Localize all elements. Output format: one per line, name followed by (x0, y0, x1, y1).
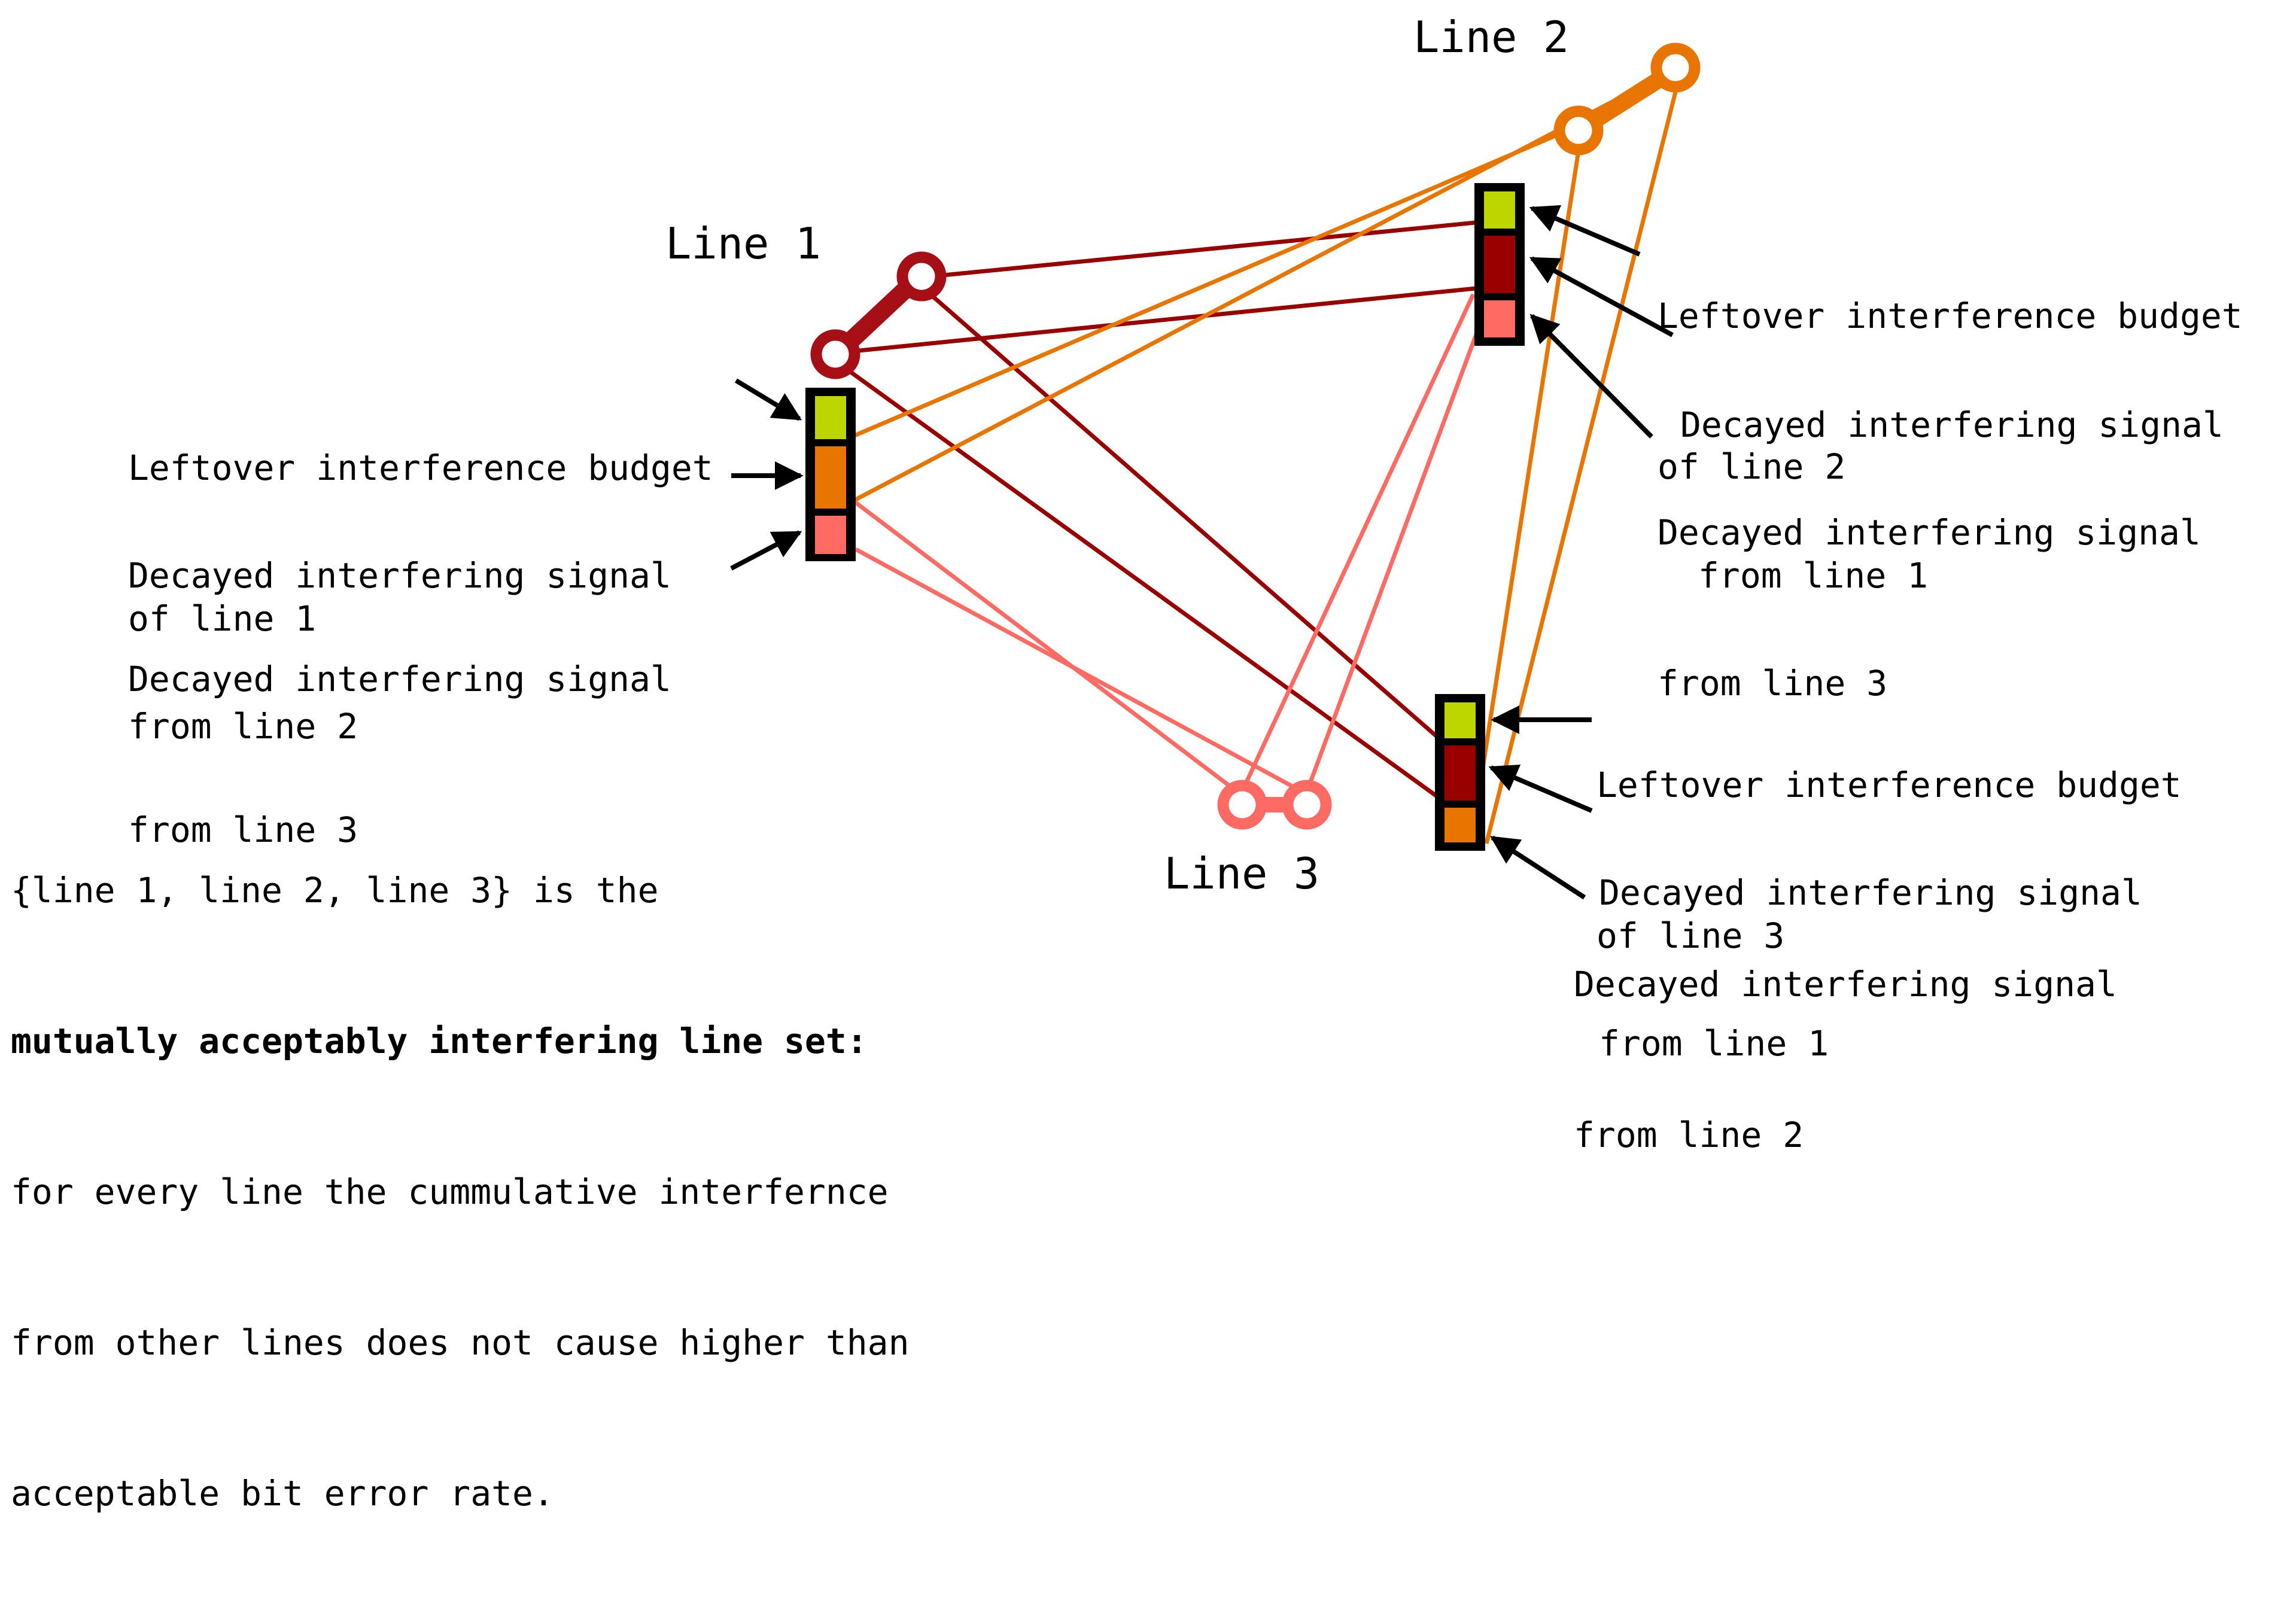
line2-decay1-label-row2: from line 1 (1698, 555, 1929, 596)
caption-row-2-definition: mutually acceptably interfering line set… (11, 1021, 868, 1061)
line-1-title: Line 1 (665, 218, 822, 269)
line-3-title: Line 3 (1164, 848, 1320, 899)
line3-leftover-label-row1: Leftover interference budget (1596, 765, 2182, 805)
line2-leftover-label-row2: of line 2 (1658, 446, 1846, 487)
line1-annotation-arrows (730, 378, 804, 571)
line-2-node-endpoint-upper[interactable] (1650, 42, 1701, 93)
line-1-node[interactable] (810, 251, 947, 379)
line2-decay1-label-row1: Decayed interfering signal (1680, 404, 2224, 445)
line2-interference-rays (853, 72, 1681, 844)
line-2-node[interactable] (1553, 42, 1701, 156)
line1-decay2-label-row1: Decayed interfering signal (128, 555, 671, 596)
line2-annotation-arrows (1529, 205, 1674, 439)
line-3-node-endpoint-right[interactable] (1282, 780, 1332, 830)
caption-row-5: acceptable bit error rate. (11, 1473, 554, 1514)
line2-decay3-label-row2: from line 3 (1658, 663, 1888, 704)
caption-row-4: from other lines does not cause higher t… (11, 1322, 910, 1363)
arrow-line1-leftover (734, 378, 802, 421)
line3-decay2-label-row1: Decayed interfering signal (1574, 964, 2117, 1005)
line-1-budget-bar[interactable] (805, 388, 856, 561)
line3-decay-from-2-label: Decayed interfering signal from line 2 (1574, 859, 2117, 1261)
line3-decay2-label-row2: from line 2 (1574, 1115, 1804, 1155)
line-2-segment-decay-from-line1[interactable] (1484, 236, 1515, 293)
line-2-segment-leftover-budget[interactable] (1484, 191, 1515, 229)
line1-leftover-label: Leftover interference budget of line 1 (128, 342, 713, 744)
ray-line1-to-line2-bar-a (930, 220, 1476, 279)
line1-decay3-label-row2: from line 3 (128, 810, 358, 850)
ray-line2-to-line1-bar-b (853, 72, 1666, 503)
caption-block: {line 1, line 2, line 3} is the mutually… (11, 765, 910, 1619)
ray-line2-to-line1-bar-a (853, 128, 1569, 438)
ray-line1-to-line3-bar-a (925, 289, 1438, 738)
diagram-canvas: Line 1 Line 2 Line 3 Leftover interferen… (11, 12, 2243, 1514)
arrow-line2-decay-from-line3 (1529, 314, 1653, 439)
line3-leftover-label: Leftover interference budget of line 3 (1596, 659, 2182, 1061)
line-2-title: Line 2 (1413, 12, 1570, 62)
ray-line3-to-line2-bar-a (1241, 293, 1476, 790)
caption-row-3: for every line the cummulative interfern… (11, 1171, 889, 1212)
line1-decay-from-3-label: Decayed interfering signal from line 3 (128, 553, 671, 955)
line2-leftover-label: Leftover interference budget of line 2 (1658, 190, 2243, 592)
line-3-node-endpoint-left[interactable] (1217, 780, 1267, 830)
line3-leftover-label-row2: of line 3 (1596, 915, 1785, 956)
arrow-line1-decay-from-line3 (730, 530, 802, 571)
line3-decay1-label-row1: Decayed interfering signal (1599, 872, 2142, 913)
line2-leftover-label-row1: Leftover interference budget (1658, 296, 2243, 336)
ray-line3-to-line1-bar-a (854, 501, 1238, 793)
ray-line1-to-line2-bar-b (847, 286, 1476, 354)
line1-leftover-label-row2: of line 1 (128, 598, 317, 639)
line1-decay2-label-row2: from line 2 (128, 706, 358, 747)
ray-line3-to-line2-bar-b (1306, 331, 1479, 790)
line-3-node[interactable] (1217, 780, 1332, 830)
line-1-node-endpoint-lower[interactable] (810, 329, 860, 379)
line2-decay-from-3-label: Decayed interfering signal from line 3 (1658, 407, 2201, 809)
line1-decay3-label-row1: Decayed interfering signal (128, 659, 671, 699)
line3-annotation-arrows (1488, 705, 1593, 900)
arrow-line3-decay-from-line1 (1488, 764, 1593, 813)
line2-decay3-label-row1: Decayed interfering signal (1658, 512, 2201, 553)
line-3-segment-decay-from-line1[interactable] (1444, 745, 1476, 801)
line3-interference-rays (854, 293, 1479, 793)
caption-row-1: {line 1, line 2, line 3} is the (11, 870, 659, 911)
line-2-node-endpoint-lower[interactable] (1553, 105, 1604, 156)
arrow-line3-decay-from-line2 (1489, 835, 1586, 900)
line1-leftover-label-row1: Leftover interference budget (128, 448, 713, 488)
arrow-line2-decay-from-line1 (1529, 256, 1674, 337)
line1-decay-from-2-label: Decayed interfering signal from line 2 (128, 450, 671, 852)
line-2-segment-decay-from-line3[interactable] (1484, 300, 1515, 337)
line-1-segment-decay-from-line2[interactable] (815, 446, 846, 509)
line-3-budget-bar[interactable] (1435, 694, 1485, 851)
line1-interference-rays (841, 220, 1476, 798)
line-1-segment-leftover-budget[interactable] (815, 396, 846, 439)
line-3-segment-leftover-budget[interactable] (1444, 702, 1476, 738)
ray-line3-to-line1-bar-b (854, 547, 1302, 793)
line-3-segment-decay-from-line2[interactable] (1444, 808, 1476, 842)
ray-line2-to-line3-bar-a (1474, 135, 1583, 807)
interference-diagram-svg (730, 42, 1701, 900)
line-2-budget-bar[interactable] (1474, 183, 1525, 346)
line2-decay-from-1-label: Decayed interfering signal from line 1 (1680, 299, 2224, 701)
line-1-segment-decay-from-line3[interactable] (815, 516, 846, 554)
arrow-line2-leftover (1529, 205, 1641, 257)
line-1-node-endpoint-upper[interactable] (896, 251, 947, 302)
ray-line1-to-line3-bar-b (841, 364, 1438, 798)
